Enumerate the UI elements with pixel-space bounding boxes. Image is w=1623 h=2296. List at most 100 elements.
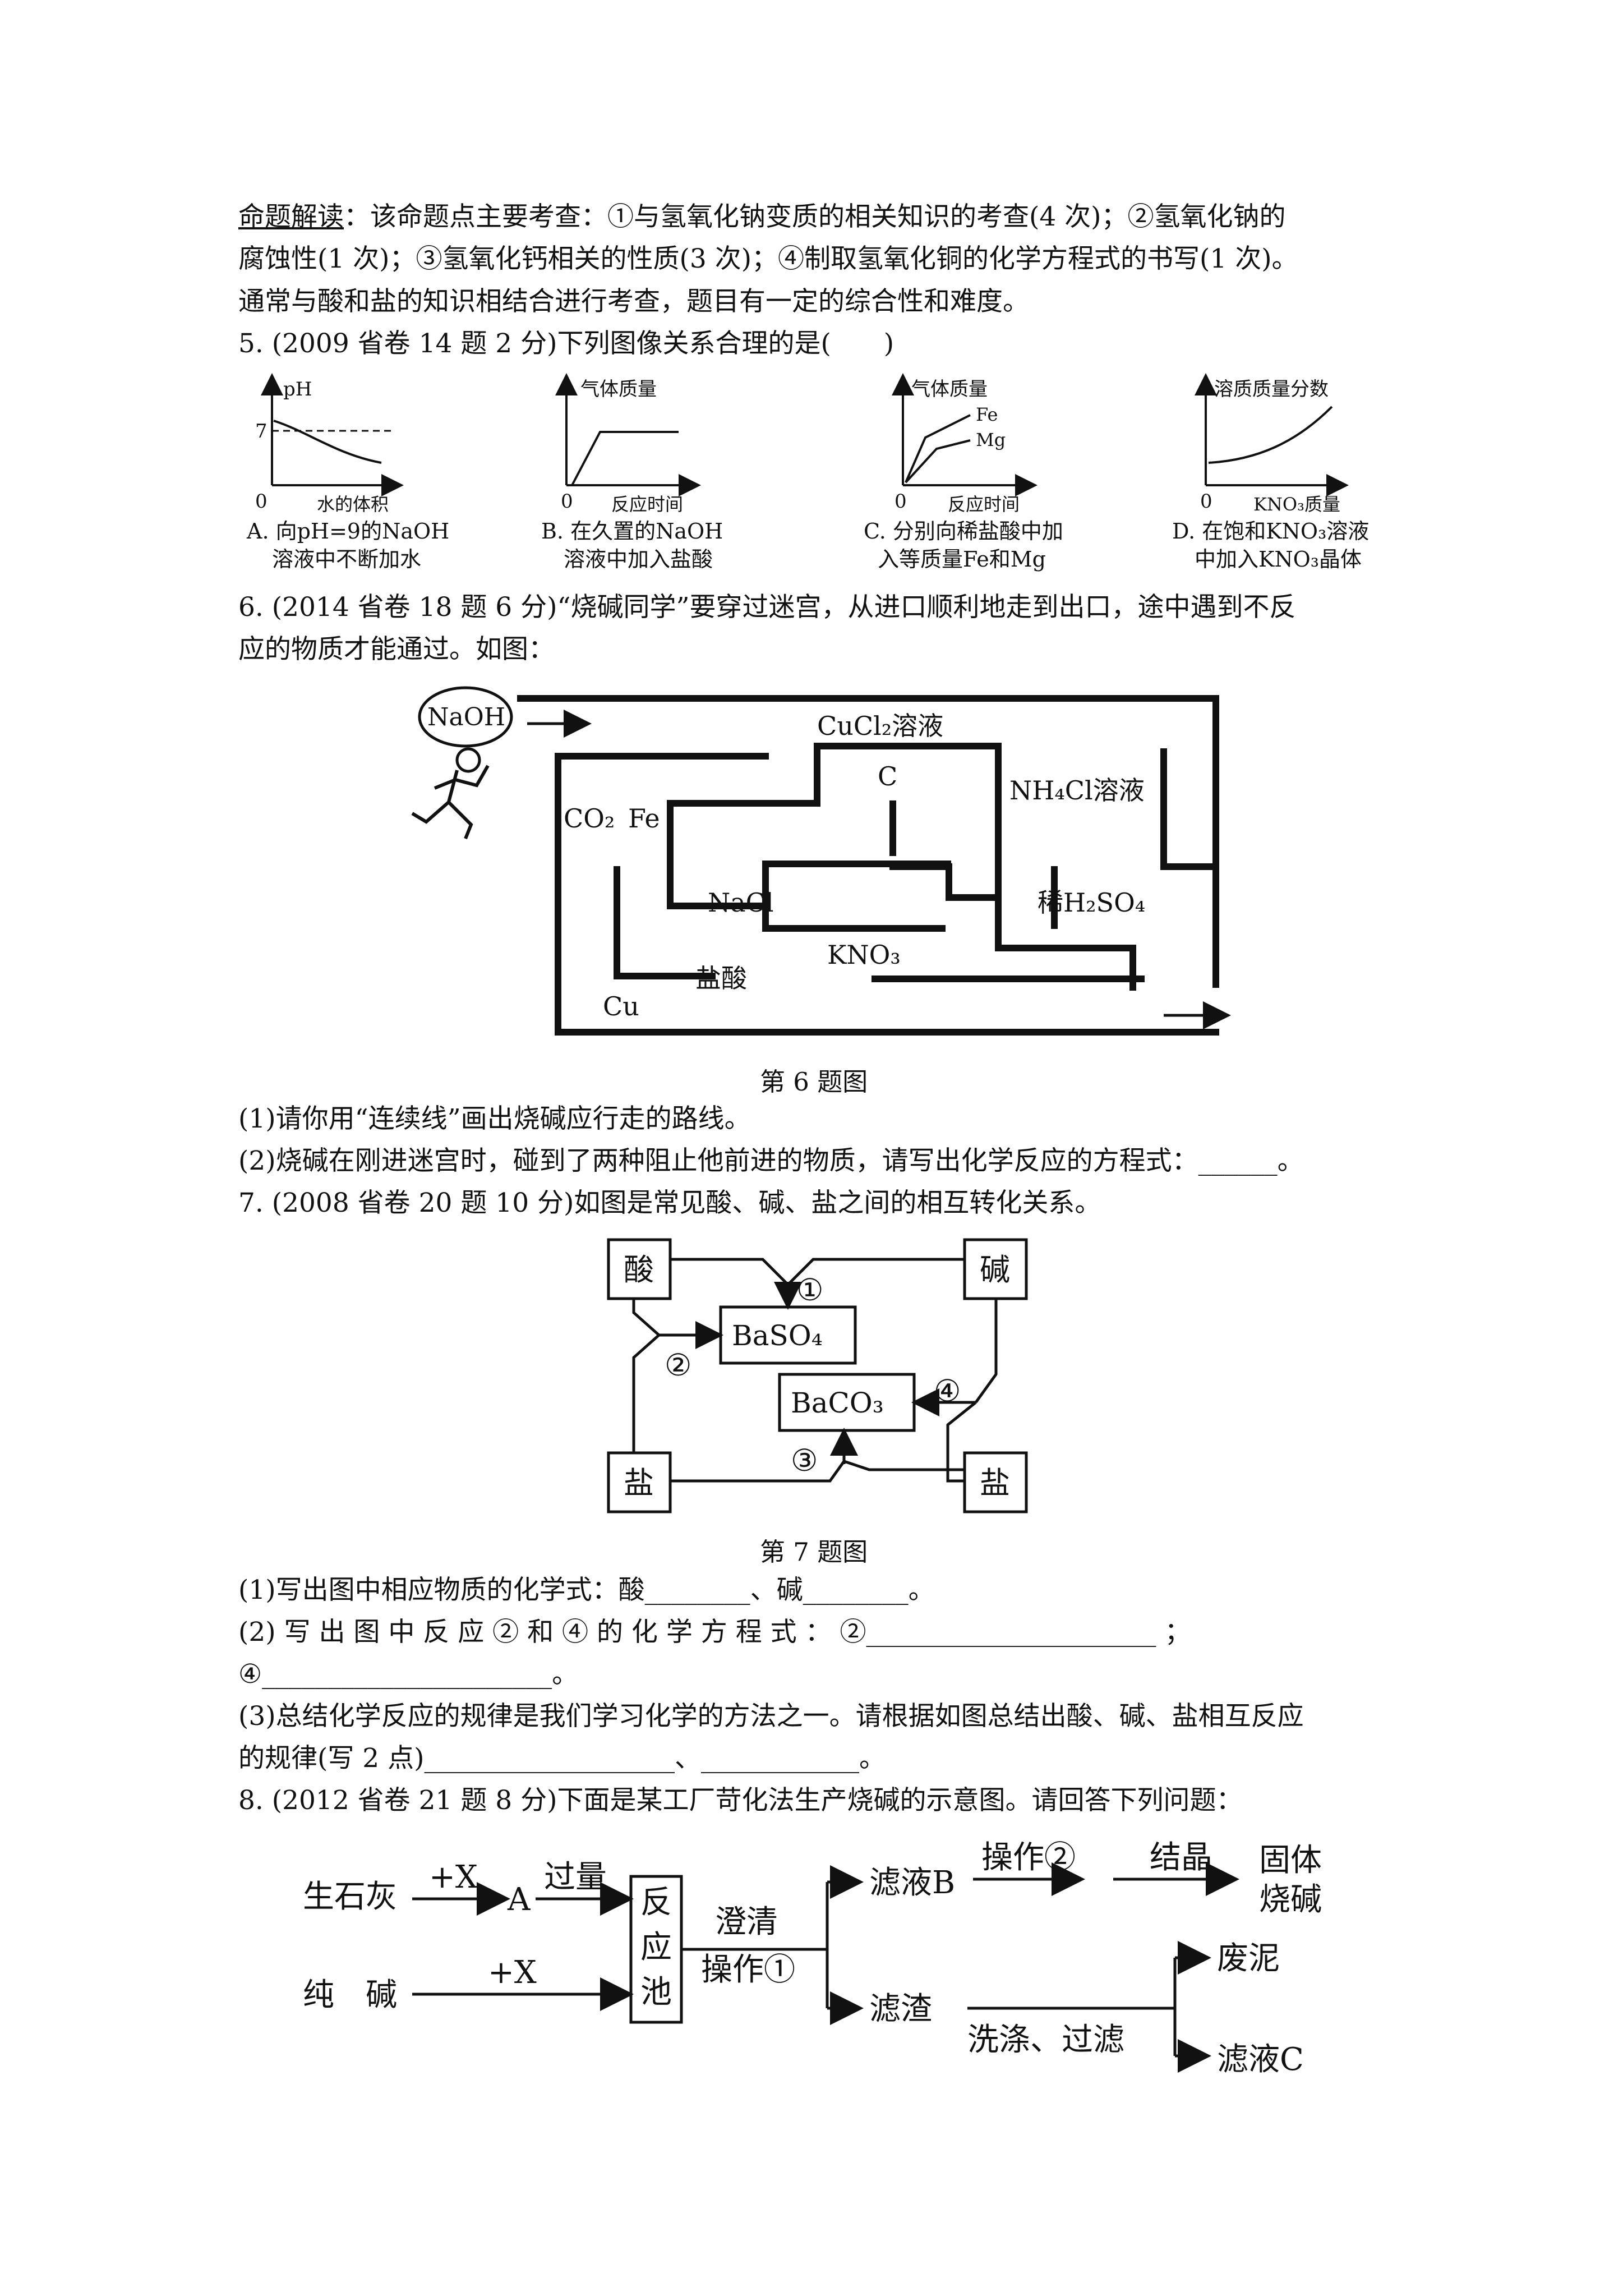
label-n1: ① <box>796 1272 823 1308</box>
label-salt-1: 盐 <box>624 1465 654 1501</box>
q7-part-2b: ④______________________。 <box>238 1659 579 1690</box>
graph-c-caption-1: C. 分别向稀盐酸中加 <box>864 519 1063 544</box>
flow-a: A <box>507 1881 531 1918</box>
q6-caption: 第 6 题图 <box>760 1067 868 1097</box>
maze-fe: Fe <box>628 803 660 834</box>
graph-b-ylabel: 气体质量 <box>580 378 657 401</box>
flow-crystal: 结晶 <box>1150 1839 1212 1876</box>
label-salt-2: 盐 <box>980 1465 1010 1501</box>
q7-part-3b: 的规律(写 2 点)___________________、__________… <box>238 1743 886 1774</box>
label-base: 碱 <box>980 1252 1010 1287</box>
maze-naoh: NaOH <box>427 703 505 731</box>
graph-d-ylabel: 溶质质量分数 <box>1214 378 1329 401</box>
flow-solid-1: 固体 <box>1259 1842 1322 1879</box>
maze-nh4cl: NH₄Cl溶液 <box>1009 775 1145 806</box>
graph-a-curve <box>273 420 382 464</box>
q8-stem: 8. (2012 省卷 21 题 8 分)下面是某工厂苛化法生产烧碱的示意图。请… <box>238 1785 1243 1816</box>
graph-d-caption-2: 中加入KNO₃晶体 <box>1195 547 1362 572</box>
flow-filtrate-c: 滤液C <box>1217 2041 1304 2078</box>
graph-b-line <box>571 431 679 486</box>
graph-a-xlabel: 水的体积 <box>317 494 389 515</box>
q6-line-2: 应的物质才能通过。如图： <box>238 634 555 665</box>
graph-b-origin: 0 <box>561 490 573 513</box>
flow-quicklime: 生石灰 <box>303 1879 397 1915</box>
graph-b-caption-2: 溶液中加入盐酸 <box>564 547 713 572</box>
flow-plusx-1: +X <box>429 1859 478 1895</box>
graph-c-ylabel: 气体质量 <box>911 378 988 401</box>
maze-nacl: NaCl <box>708 887 774 918</box>
graph-d-caption-1: D. 在饱和KNO₃溶液 <box>1172 519 1369 544</box>
label-n3: ③ <box>791 1443 818 1478</box>
q5-stem: 5. (2009 省卷 14 题 2 分)下列图像关系合理的是( ) <box>238 328 895 359</box>
intro-line-2: 腐蚀性(1 次)；③氢氧化钙相关的性质(3 次)；④制取氢氧化铜的化学方程式的书… <box>238 243 1298 274</box>
graph-c-caption-2: 入等质量Fe和Mg <box>878 547 1046 572</box>
intro-line-1: 命题解读：该命题点主要考查：①与氢氧化钠变质的相关知识的考查(4 次)；②氢氧化… <box>238 201 1286 232</box>
label-baco3: BaCO₃ <box>791 1387 884 1419</box>
maze-hcl: 盐酸 <box>695 963 747 993</box>
graph-c-mg-line <box>905 439 971 484</box>
graph-a-ylabel: pH <box>283 378 312 401</box>
flow-filtrate-b: 滤液B <box>869 1865 955 1901</box>
graph-d: 溶质质量分数 0 KNO₃质量 D. 在饱和KNO₃溶液 中加入KNO₃晶体 <box>1172 373 1369 572</box>
flow-solid-2: 烧碱 <box>1259 1881 1322 1918</box>
graph-a-ytick: 7 <box>255 420 268 443</box>
box-acid <box>607 1238 672 1300</box>
graph-c-fe-line <box>905 414 971 483</box>
q7-part-2a: (2) 写 出 图 中 反 应 ② 和 ④ 的 化 学 方 程 式 ： ②___… <box>238 1617 1191 1648</box>
flow-soda: 纯 碱 <box>303 1977 397 2013</box>
maze-cucl2: CuCl₂溶液 <box>817 711 943 741</box>
q7-stem: 7. (2008 省卷 20 题 10 分)如图是常见酸、碱、盐之间的相互转化关… <box>238 1188 1101 1218</box>
maze-c: C <box>878 761 897 792</box>
label-n4: ④ <box>934 1373 961 1409</box>
label-baso4: BaSO₄ <box>732 1319 823 1352</box>
label-acid: 酸 <box>624 1252 654 1287</box>
q7-labels: 酸 碱 盐 盐 BaSO₄ BaCO₃ ① ② ③ ④ <box>624 1252 1010 1501</box>
maze-cu: Cu <box>603 991 639 1022</box>
q6-part-2: (2)烧碱在刚进迷宫时，碰到了两种阻止他前进的物质，请写出化学反应的方程式：__… <box>238 1145 1304 1176</box>
graph-c-xlabel: 反应时间 <box>948 494 1020 515</box>
q6-part-1: (1)请你用“连续线”画出烧碱应行走的路线。 <box>238 1103 751 1134</box>
graph-c-origin: 0 <box>895 490 907 513</box>
label-n2: ② <box>665 1347 691 1383</box>
q7-connectors <box>632 1258 998 1483</box>
graph-d-origin: 0 <box>1200 490 1212 513</box>
flow-wash: 洗涤、过滤 <box>967 2022 1124 2058</box>
maze-walls <box>517 695 1219 1036</box>
q7-caption: 第 7 题图 <box>760 1537 868 1567</box>
graph-c: 气体质量 Fe Mg 0 反应时间 C. 分别向稀盐酸中加 入等质量Fe和Mg <box>864 373 1063 572</box>
flow-excess: 过量 <box>544 1859 607 1895</box>
flow-residue: 滤渣 <box>869 1991 932 2027</box>
graph-a-origin: 0 <box>255 490 268 513</box>
q8-labels: 生石灰 +X A 过量 纯 碱 +X 反 应 池 澄清 操作① 滤液B 操作② … <box>303 1839 1322 2078</box>
graph-d-xlabel: KNO₃质量 <box>1253 494 1340 515</box>
maze-kno3: KNO₃ <box>827 940 901 970</box>
intro-line-3: 通常与酸和盐的知识相结合进行考查，题目有一定的综合性和难度。 <box>238 286 1029 317</box>
flow-pool-1: 反 <box>640 1884 672 1921</box>
q7-part-3a: (3)总结化学反应的规律是我们学习化学的方法之一。请根据如图总结出酸、碱、盐相互… <box>238 1701 1304 1732</box>
flow-clarify: 澄清 <box>715 1904 778 1940</box>
graph-d-curve <box>1208 406 1333 464</box>
q6-line-1: 6. (2014 省卷 18 题 6 分)“烧碱同学”要穿过迷宫，从进口顺利地走… <box>238 592 1296 623</box>
graph-a-caption-1: A. 向pH=9的NaOH <box>246 519 449 544</box>
graph-a: pH 7 0 水的体积 A. 向pH=9的NaOH 溶液中不断加水 <box>246 373 449 572</box>
stick-figure: NaOH <box>411 686 513 840</box>
graph-a-caption-2: 溶液中不断加水 <box>272 547 421 572</box>
q8-lines <box>412 1862 1239 2073</box>
flow-op-1: 操作① <box>701 1952 795 1988</box>
intro-label: 命题解读 <box>238 201 344 232</box>
maze-labels: CuCl₂溶液 C NH₄Cl溶液 CO₂ Fe NaCl 稀H₂SO₄ KNO… <box>564 711 1145 1022</box>
q7-part-1: (1)写出图中相应物质的化学式：酸________、碱________。 <box>238 1575 935 1605</box>
flow-pool-3: 池 <box>640 1974 672 2010</box>
maze-h2so4: 稀H₂SO₄ <box>1038 887 1145 918</box>
graph-c-series-1: Fe <box>976 404 998 425</box>
maze-co2: CO₂ <box>564 803 615 834</box>
graph-b-caption-1: B. 在久置的NaOH <box>541 519 723 544</box>
flow-pool-2: 应 <box>640 1929 672 1966</box>
graph-c-series-2: Mg <box>976 429 1006 450</box>
flow-mud: 废泥 <box>1217 1940 1280 1977</box>
q5-graphs: pH 7 0 水的体积 A. 向pH=9的NaOH 溶液中不断加水 气体质量 0… <box>246 373 1369 572</box>
graph-b-xlabel: 反应时间 <box>611 494 683 515</box>
